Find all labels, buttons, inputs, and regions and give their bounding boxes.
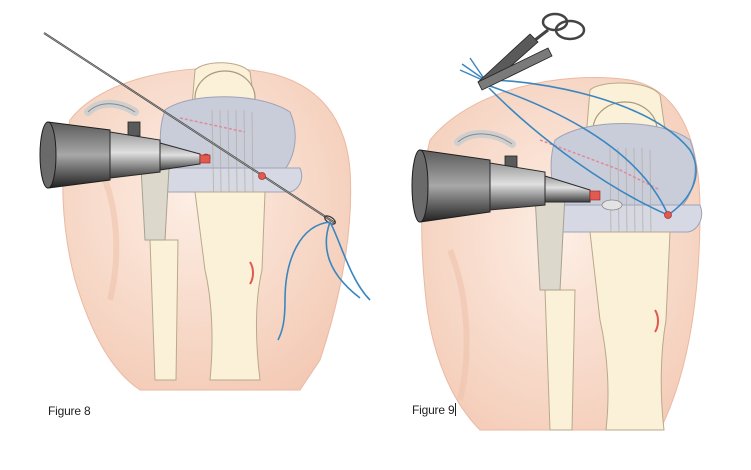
tibia-left (194, 191, 266, 381)
fibula-right (544, 289, 576, 431)
tibial-plateau-left (147, 167, 303, 193)
tibia-right (589, 231, 671, 431)
figure-8-panel (39, 32, 371, 391)
suture-icon (277, 221, 331, 341)
tibia-mark-right (654, 309, 659, 333)
suture-strand-3-left (325, 221, 361, 299)
arthroscope-icon (39, 99, 211, 189)
tibia-mark-left (249, 261, 254, 285)
scissors-icon (477, 12, 586, 91)
suture-path-upper (484, 79, 697, 216)
dashed-tunnel-left (179, 117, 246, 133)
figure-9-caption: Figure 9 (412, 403, 455, 417)
entry-marker-right (664, 211, 672, 219)
figure-9-caption-wrap: Figure 9 (412, 403, 457, 417)
figure-9-panel (411, 12, 703, 431)
needle-highlight (43, 32, 336, 224)
dashed-tunnel-right (539, 139, 661, 191)
text-cursor (455, 403, 457, 416)
suture-strand-2-left (329, 221, 371, 301)
suture-path-lower (488, 87, 669, 216)
figure-8-caption: Figure 8 (48, 404, 91, 418)
arthroscope-icon (411, 130, 623, 223)
suture-path-middle (486, 84, 669, 216)
entry-marker-left-2 (258, 172, 266, 180)
tendon-right (534, 194, 566, 291)
fibula-left (149, 239, 179, 381)
skin-fold-right (447, 248, 470, 401)
